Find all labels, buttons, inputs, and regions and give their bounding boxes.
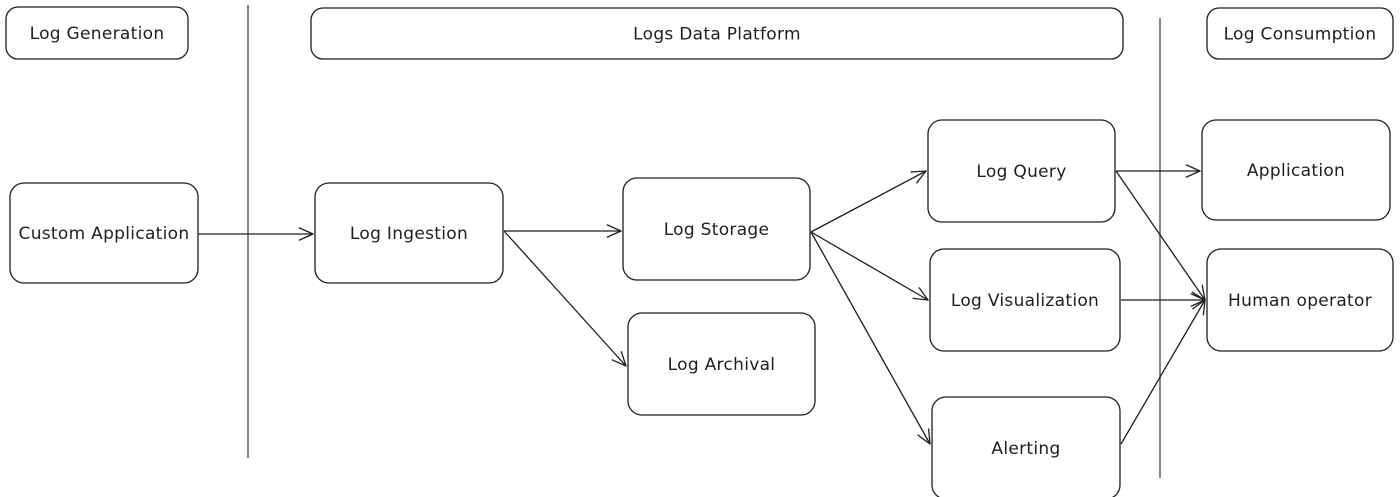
nodes-layer: Custom Application Log Ingestion Log Sto… [9, 119, 1394, 497]
edge-log-storage-to-alerting [810, 231, 931, 445]
group-log-generation[interactable]: Log Generation [5, 6, 189, 60]
edge-log-storage-to-alerting-arrowhead-icon [927, 428, 931, 445]
node-alerting[interactable]: Alerting [931, 396, 1121, 497]
edge-log-ingestion-to-log-archival-arrowhead-icon [611, 359, 627, 367]
node-log-query-label: Log Query [976, 162, 1066, 182]
edge-alerting-to-human-operator-arrowhead-icon [1192, 299, 1206, 310]
edge-log-query-to-application [1116, 164, 1201, 178]
node-human-operator[interactable]: Human operator [1206, 248, 1394, 352]
edge-log-storage-to-log-query-arrowhead-icon [910, 170, 927, 173]
edge-log-storage-to-log-query-arrowhead-icon [916, 170, 927, 184]
group-log-consumption[interactable]: Log Consumption [1206, 7, 1394, 60]
node-human-operator-box[interactable] [1206, 248, 1394, 352]
node-alerting-box[interactable] [931, 396, 1121, 497]
node-application[interactable]: Application [1201, 119, 1391, 221]
edge-log-query-to-application-arrowhead-icon [1185, 164, 1201, 172]
node-log-ingestion[interactable]: Log Ingestion [314, 182, 504, 284]
node-log-visualization-label: Log Visualization [951, 291, 1099, 311]
node-application-label: Application [1247, 161, 1345, 181]
node-custom-application[interactable]: Custom Application [9, 182, 199, 284]
node-log-storage[interactable]: Log Storage [622, 177, 811, 281]
node-log-archival-box[interactable] [627, 312, 816, 416]
node-log-storage-box[interactable] [622, 177, 811, 281]
node-log-ingestion-box[interactable] [314, 182, 504, 284]
edge-custom-application-to-log-ingestion-arrowhead-icon [298, 227, 314, 235]
group-headers: Log Generation Logs Data Platform Log Co… [5, 6, 1394, 60]
edge-log-query-to-human-operator-line [1115, 170, 1206, 301]
edge-log-storage-to-log-visualization-line [810, 231, 929, 301]
node-custom-application-box[interactable] [9, 182, 199, 284]
node-alerting-label: Alerting [991, 439, 1060, 459]
node-log-visualization[interactable]: Log Visualization [929, 248, 1121, 352]
edge-log-ingestion-to-log-archival-line [503, 230, 627, 367]
node-log-storage-label: Log Storage [664, 220, 770, 240]
swimlane-dividers [247, 5, 1161, 478]
group-logs-data-platform-label: Logs Data Platform [633, 25, 801, 45]
edge-log-ingestion-to-log-archival [503, 230, 627, 367]
group-log-consumption-box[interactable] [1206, 7, 1394, 60]
edge-custom-application-to-log-ingestion [198, 227, 314, 241]
edge-alerting-to-human-operator-line [1120, 299, 1206, 445]
edge-log-query-to-application-arrowhead-icon [1185, 170, 1201, 178]
edge-log-visualization-to-human-operator-arrowhead-icon [1190, 293, 1206, 301]
edge-log-storage-to-log-query [810, 170, 927, 233]
edge-log-storage-to-log-visualization-arrowhead-icon [912, 297, 929, 301]
edges-layer [198, 164, 1206, 445]
node-custom-application-label: Custom Application [19, 224, 190, 244]
group-log-consumption-label: Log Consumption [1224, 25, 1377, 45]
group-logs-data-platform[interactable]: Logs Data Platform [310, 7, 1124, 60]
group-logs-data-platform-box[interactable] [310, 7, 1124, 60]
group-log-generation-box[interactable] [5, 6, 189, 60]
edge-alerting-to-human-operator [1120, 299, 1206, 445]
edge-log-ingestion-to-log-storage-arrowhead-icon [606, 230, 622, 238]
node-log-ingestion-label: Log Ingestion [350, 224, 468, 244]
group-log-generation-label: Log Generation [30, 24, 165, 44]
node-log-archival-label: Log Archival [668, 355, 776, 375]
edge-log-storage-to-log-visualization [810, 231, 929, 301]
edge-alerting-to-human-operator-arrowhead-icon [1202, 299, 1206, 316]
edge-log-visualization-to-human-operator [1121, 293, 1206, 307]
node-log-query-box[interactable] [927, 119, 1116, 223]
edge-custom-application-to-log-ingestion-arrowhead-icon [298, 233, 314, 241]
edge-log-storage-to-alerting-arrowhead-icon [917, 434, 931, 445]
node-application-box[interactable] [1201, 119, 1391, 221]
node-human-operator-label: Human operator [1228, 291, 1372, 311]
node-log-archival[interactable]: Log Archival [627, 312, 816, 416]
edge-log-storage-to-log-visualization-arrowhead-icon [918, 287, 929, 301]
node-log-visualization-box[interactable] [929, 248, 1121, 352]
edge-log-storage-to-alerting-line [810, 231, 931, 445]
edge-log-ingestion-to-log-archival-arrowhead-icon [620, 351, 627, 367]
edge-log-ingestion-to-log-storage-arrowhead-icon [606, 224, 622, 232]
edge-log-ingestion-to-log-storage [504, 224, 622, 238]
edge-log-query-to-human-operator-arrowhead-icon [1201, 284, 1206, 301]
node-log-query[interactable]: Log Query [927, 119, 1116, 223]
edge-log-storage-to-log-query-line [810, 170, 927, 233]
